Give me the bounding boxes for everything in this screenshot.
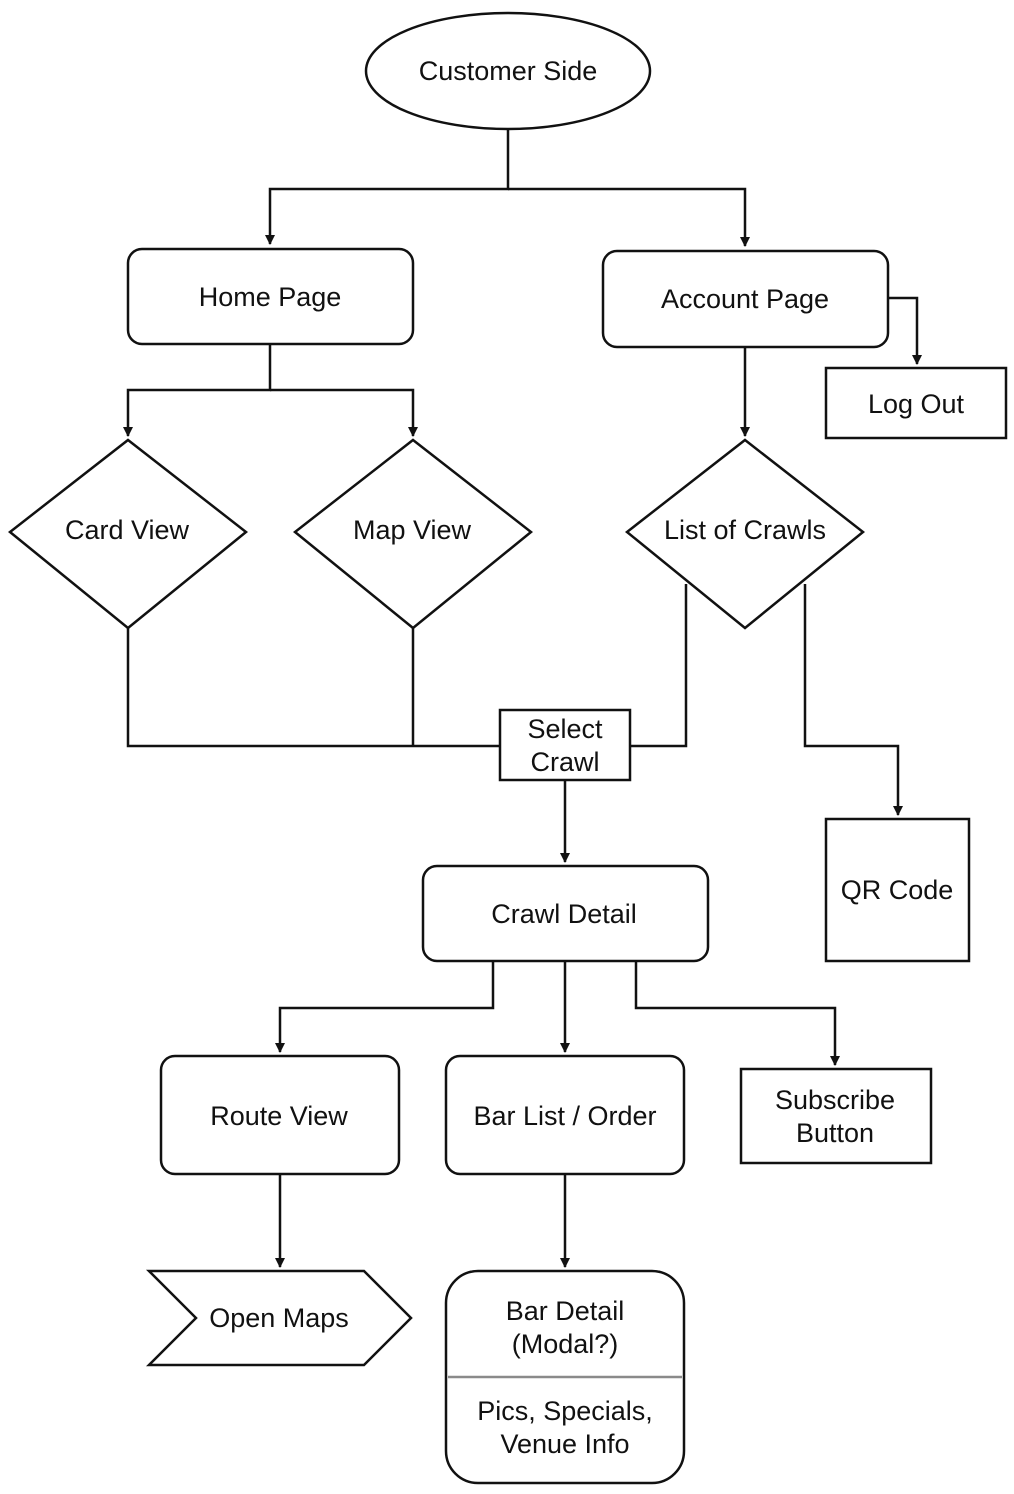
map-view-label: Map View [353,515,472,545]
select-crawl-label-line2: Crawl [530,747,599,777]
edge-account-to-logout [888,296,922,365]
node-list-of-crawls: List of Crawls [624,438,866,630]
select-crawl-box [498,708,632,782]
map-view-diamond [292,438,534,630]
route-view-box [159,1054,401,1176]
card-view-diamond [7,438,249,630]
customer-side-ellipse [364,11,652,131]
subscribe-button-label-line2: Button [796,1118,874,1148]
home-page-label: Home Page [199,282,342,312]
qr-code-box [824,817,971,963]
node-bar-list-order: Bar List / Order [444,1054,686,1176]
edge-home-to-cardview [123,344,272,437]
node-home-page: Home Page [126,247,415,346]
node-card-view: Card View [7,438,249,630]
crawl-detail-label: Crawl Detail [491,899,637,929]
select-crawl-label-line1: Select [527,714,603,744]
edge-listofcrawls-to-selectcrawl [630,584,688,748]
edge-customer-to-home [265,130,510,245]
bar-detail-body-line1: Pics, Specials, [477,1396,653,1426]
open-maps-label: Open Maps [209,1303,349,1333]
node-select-crawl: Select Crawl [498,708,632,782]
list-of-crawls-diamond [624,438,866,630]
qr-code-label: QR Code [841,875,954,905]
crawl-detail-box [421,864,710,963]
bar-list-order-box [444,1054,686,1176]
edge-crawldetail-to-routeview [275,961,495,1053]
node-subscribe-button: Subscribe Button [739,1067,933,1165]
node-map-view: Map View [292,438,534,630]
bar-detail-title-line2: (Modal?) [512,1329,619,1359]
card-view-label: Card View [65,515,190,545]
node-account-page: Account Page [601,249,890,349]
customer-side-label: Customer Side [419,56,598,86]
open-maps-chevron [145,1269,413,1367]
account-page-label: Account Page [661,284,829,314]
route-view-label: Route View [210,1101,348,1131]
bar-list-order-label: Bar List / Order [473,1101,656,1131]
bar-detail-title-line1: Bar Detail [506,1296,625,1326]
edge-customer-to-account [508,187,750,247]
log-out-label: Log Out [868,389,965,419]
node-customer-side: Customer Side [364,11,652,131]
subscribe-button-label-line1: Subscribe [775,1085,895,1115]
connectors [123,130,922,1268]
edge-home-to-mapview [270,388,418,437]
edge-crawldetail-to-subscribe [634,961,840,1066]
account-page-box [601,249,890,349]
bar-detail-body-line2: Venue Info [500,1429,629,1459]
node-route-view: Route View [159,1054,401,1176]
node-crawl-detail: Crawl Detail [421,864,710,963]
node-qr-code: QR Code [824,817,971,963]
log-out-box [824,366,1008,440]
list-of-crawls-label: List of Crawls [664,515,826,545]
subscribe-button-box [739,1067,933,1165]
node-open-maps: Open Maps [145,1269,413,1367]
node-log-out: Log Out [824,366,1008,440]
home-page-box [126,247,415,346]
edge-listofcrawls-to-qrcode [803,584,903,816]
edge-cardview-to-selectcrawl [126,628,500,748]
node-bar-detail: Bar Detail (Modal?) Pics, Specials, Venu… [444,1269,686,1485]
